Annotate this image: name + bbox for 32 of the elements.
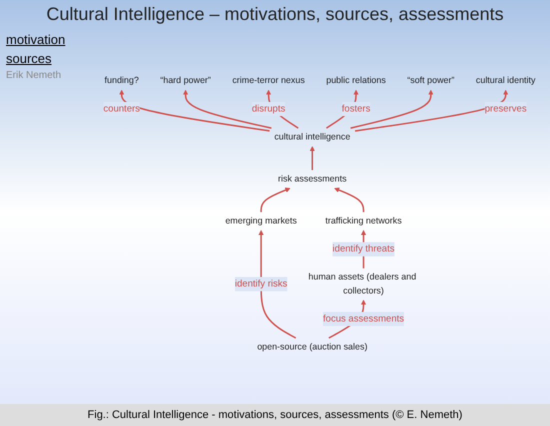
node-text: public relations [326, 75, 386, 86]
author-name: Erik Nemeth [6, 70, 62, 81]
section-heading: sources [6, 51, 53, 66]
node-text: human assets (dealers and collectors) [308, 272, 416, 296]
edge-label: focus assessments [323, 314, 404, 324]
node-text: “hard power” [160, 75, 211, 86]
arrow [182, 90, 272, 129]
arrow [310, 146, 315, 170]
arrow [119, 90, 270, 132]
edge-label: fosters [342, 104, 370, 114]
caption: Fig.: Cultural Intelligence - motivations, sources, assessments (© E. Nemeth) [0, 404, 550, 426]
arrow [350, 90, 434, 129]
node-text: open-source (auction sales) [257, 342, 368, 352]
node-text: trafficking networks [325, 216, 402, 226]
node-text: cultural identity [476, 75, 536, 86]
arrow [354, 90, 508, 132]
edge-label: identify threats [332, 244, 395, 254]
node-text: cultural intelligence [274, 132, 350, 142]
arrow [334, 188, 364, 212]
arrow [258, 230, 296, 339]
node-text: funding? [104, 75, 139, 86]
title: Cultural Intelligence – motivations, sources, assessments [45, 4, 505, 25]
edge-label: counters [103, 104, 140, 114]
node-text: risk assessments [278, 174, 347, 184]
arrow [260, 188, 290, 212]
node-text: “soft power” [407, 75, 454, 86]
edge-label: identify risks [234, 278, 288, 289]
section-heading: motivation [6, 32, 66, 47]
node-text: emerging markets [225, 216, 297, 226]
edge-label: preserves [484, 104, 527, 114]
edge-label: disrupts [252, 104, 286, 114]
node-text: crime-terror nexus [232, 75, 305, 86]
